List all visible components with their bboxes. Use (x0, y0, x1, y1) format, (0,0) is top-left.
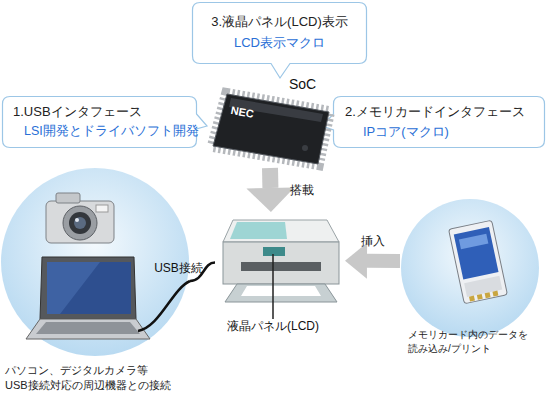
callout-bubble-shape (2, 96, 197, 148)
callout-heading: 3.液晶パネル(LCD)表示 (192, 13, 367, 31)
leader-line (272, 254, 274, 319)
callout-bubble-shape (192, 2, 367, 64)
callout-bubble: 3.液晶パネル(LCD)表示 LCD表示マクロ (192, 2, 367, 64)
printer-lid (230, 222, 287, 239)
usb-cable (190, 263, 215, 281)
camera-lens (75, 218, 79, 222)
camera-lens (63, 206, 97, 240)
printer-shape (215, 212, 345, 304)
callout-outline (3, 97, 208, 148)
callout-subtext: LSI開発とドライバソフト開発 (24, 123, 199, 140)
callout-subtext: LCD表示マクロ (192, 34, 367, 52)
printer-panel (263, 247, 285, 256)
chip-dot (302, 145, 308, 151)
cable-line (190, 263, 215, 281)
callout-bubble: 1.USBインタフェース LSI開発とドライバソフト開発 (2, 96, 197, 148)
printer-front (223, 242, 339, 284)
arrow-head (246, 188, 294, 212)
edge-label: 挿入 (361, 232, 385, 249)
arrow-shaft (262, 168, 278, 188)
card-label-band (459, 234, 488, 250)
circle-fill (401, 199, 539, 337)
chip-highlight (229, 98, 323, 122)
chip-pins (213, 94, 329, 164)
printer-paper (241, 286, 321, 296)
card-label (454, 227, 499, 279)
usb-cable (138, 281, 190, 331)
circle-fill (1, 168, 189, 356)
insert-arrow (345, 243, 400, 279)
camera-lens (74, 217, 86, 229)
card-circle-shape (400, 198, 540, 338)
soc-chip: SoC (205, 82, 335, 168)
card-contact (485, 292, 491, 298)
laptop-lid (40, 257, 136, 319)
camera-top (56, 193, 80, 203)
laptop-base (26, 319, 150, 339)
device-circle: パソコン、デジタルカメラ等 USB接続対応の周辺機器との接続 (0, 167, 190, 357)
circle-caption: メモリカード内のデータを 読み込み/プリント (408, 328, 548, 355)
card-contact (469, 296, 475, 302)
callout-heading: 2.メモリカードインタフェース (345, 103, 525, 121)
chip-name: SoC (289, 75, 316, 94)
printer-tray (225, 284, 337, 302)
callout-heading: 1.USBインタフェース (13, 103, 142, 121)
card-body (449, 220, 508, 303)
callout-bubble-shape (333, 96, 545, 148)
camera-flash (96, 205, 108, 212)
printer: 液晶パネル(LCD) (215, 212, 345, 304)
card-contact (492, 291, 498, 297)
laptop-screen-shine (47, 262, 100, 314)
arrow-shaft (367, 254, 400, 268)
printer-slot (241, 262, 321, 271)
soc-chip-shape (205, 82, 335, 168)
camera-lens (69, 212, 91, 234)
printer-top (223, 220, 339, 242)
laptop-keyboard (36, 322, 140, 334)
card-contact (477, 294, 483, 300)
callout-bubble: 2.メモリカードインタフェース IPコア(マクロ) (333, 96, 545, 148)
mount-arrow (246, 168, 294, 212)
memory-card (449, 220, 508, 303)
callout-outline (322, 97, 545, 148)
callout-outline (193, 3, 367, 79)
camera-body (46, 201, 114, 243)
chip-logo: NEC (230, 104, 255, 120)
edge-label: USB接続 (154, 259, 203, 276)
edge-label: 搭載 (290, 182, 314, 199)
card-circle: メモリカード内のデータを 読み込み/プリント (400, 198, 540, 338)
laptop-screen (47, 262, 131, 314)
chip-body (213, 94, 329, 164)
panel-label: 液晶パネル(LCD) (218, 318, 328, 334)
circle-caption: パソコン、デジタルカメラ等 USB接続対応の周辺機器との接続 (5, 363, 205, 393)
device-circle-shape (0, 167, 190, 357)
callout-subtext: IPコア(マクロ) (363, 123, 449, 141)
card-lower (464, 276, 502, 297)
arrow-head (345, 243, 367, 279)
